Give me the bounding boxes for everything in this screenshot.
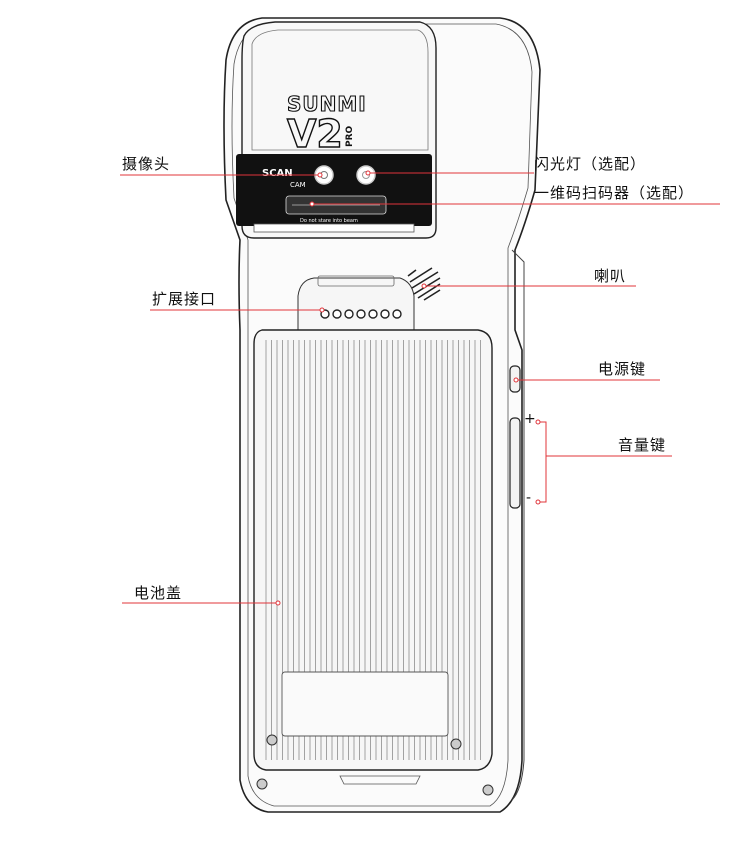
device-body-inner: [231, 23, 533, 807]
label-power: 电源键: [598, 360, 647, 378]
paper-outlet: [253, 223, 415, 233]
scanner-panel: [236, 154, 432, 226]
battery-cover: [253, 329, 493, 771]
printer-head-inner: [251, 29, 429, 151]
callout-dot-flash: [365, 170, 371, 176]
bottom-slot: [339, 775, 421, 785]
scan-text: SCAN: [262, 168, 293, 179]
label-battery: 电池盖: [134, 584, 183, 602]
battery-label-area: [281, 671, 449, 737]
callout-dot-vol-plus: [535, 419, 541, 425]
brand-pro: PRO: [345, 125, 355, 147]
callout-dot-speaker: [421, 283, 427, 289]
brand-sunmi: SUNMI: [287, 92, 367, 116]
callout-dot-vol-minus: [535, 499, 541, 505]
cover-screw-right: [450, 738, 462, 750]
cover-screw-left: [266, 734, 278, 746]
label-flash: 闪光灯（选配）: [534, 155, 647, 173]
callout-line-volume: [538, 421, 672, 503]
callout-dot-expansion: [319, 307, 325, 313]
side-strip: [511, 249, 525, 801]
cam-text: CAM: [290, 181, 306, 189]
label-scanner: 一维码扫码器（选配）: [534, 184, 695, 202]
warning-text: Do not stare into beam: [300, 218, 358, 224]
flash-lens: [356, 165, 376, 185]
label-volume: 音量键: [618, 436, 667, 454]
brand-v2: V2: [287, 112, 343, 156]
callout-dot-power: [513, 377, 519, 383]
label-volume-plus: +: [524, 411, 537, 427]
volume-key-shape: [509, 417, 521, 509]
callout-dot-battery: [275, 600, 281, 606]
label-speaker: 喇叭: [594, 267, 627, 285]
label-volume-minus: -: [526, 490, 533, 506]
expansion-housing-top: [317, 275, 395, 287]
callout-dot-scanner: [309, 201, 315, 207]
body-screw-right: [482, 784, 494, 796]
label-camera: 摄像头: [122, 155, 171, 173]
expansion-pins: [320, 309, 402, 319]
body-screw-left: [256, 778, 268, 790]
callout-dot-camera: [317, 172, 323, 178]
label-expansion: 扩展接口: [152, 290, 217, 308]
